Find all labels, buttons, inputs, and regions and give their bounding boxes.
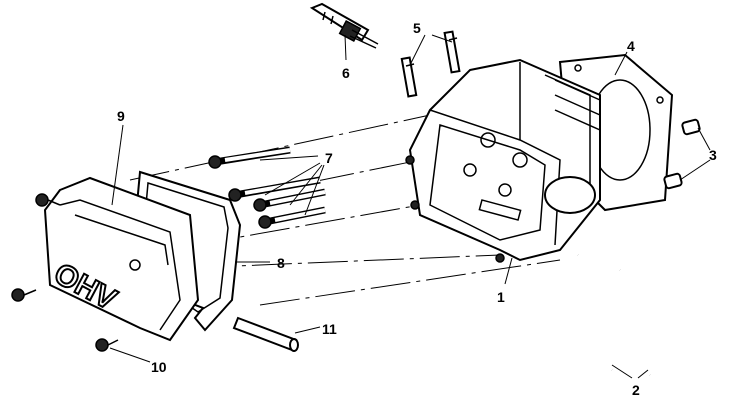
callout-6: 6 xyxy=(342,65,350,81)
leader-lines xyxy=(109,34,711,379)
studs xyxy=(400,30,461,98)
cover-bolts xyxy=(11,193,119,352)
callout-10: 10 xyxy=(151,359,167,375)
callout-8: 8 xyxy=(277,255,285,271)
push-rods xyxy=(576,254,652,376)
callout-1: 1 xyxy=(497,289,505,305)
spark-plug xyxy=(309,2,379,49)
callouts: 1 2 3 4 5 6 7 8 9 10 11 xyxy=(117,20,717,398)
push-rod-tube xyxy=(232,316,299,352)
cylinder-head xyxy=(405,58,601,263)
callout-11: 11 xyxy=(322,321,337,337)
callout-4: 4 xyxy=(627,38,635,54)
head-bolts xyxy=(208,146,326,229)
callout-3: 3 xyxy=(709,147,717,163)
callout-9: 9 xyxy=(117,108,125,124)
callout-5: 5 xyxy=(413,20,421,36)
callout-7: 7 xyxy=(325,150,333,166)
callout-2: 2 xyxy=(632,382,640,398)
